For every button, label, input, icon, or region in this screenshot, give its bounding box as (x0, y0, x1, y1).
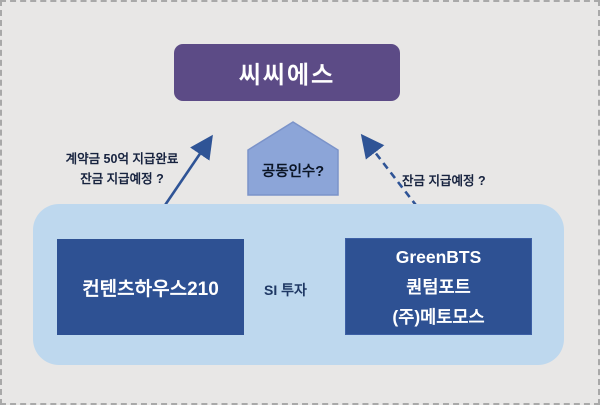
si-arrow-label: SI 투자 (264, 282, 307, 298)
entity-right-line2: 퀀텀포트 (406, 276, 471, 297)
right-annotation: 잔금 지급예정 ? (402, 174, 486, 188)
entity-left-label: 컨텐츠하우스210 (82, 278, 219, 300)
house-shape (247, 121, 339, 196)
entity-box-right: GreenBTS 퀀텀포트 (주)메토모스 (345, 238, 532, 335)
left-annotation: 계약금 50억 지급완료 잔금 지급예정 ? (40, 149, 204, 189)
entity-right-line1: GreenBTS (395, 246, 482, 267)
title-box-label: 씨씨에스 (238, 62, 336, 89)
entity-right-line3: (주)메토모스 (392, 306, 485, 327)
title-box: 씨씨에스 (174, 44, 400, 101)
house-badge-label: 공동인수? (261, 164, 325, 180)
entity-box-left: 컨텐츠하우스210 (57, 239, 244, 335)
left-annotation-line1: 계약금 50억 지급완료 (65, 152, 179, 166)
left-annotation-line2: 잔금 지급예정 ? (80, 172, 164, 186)
